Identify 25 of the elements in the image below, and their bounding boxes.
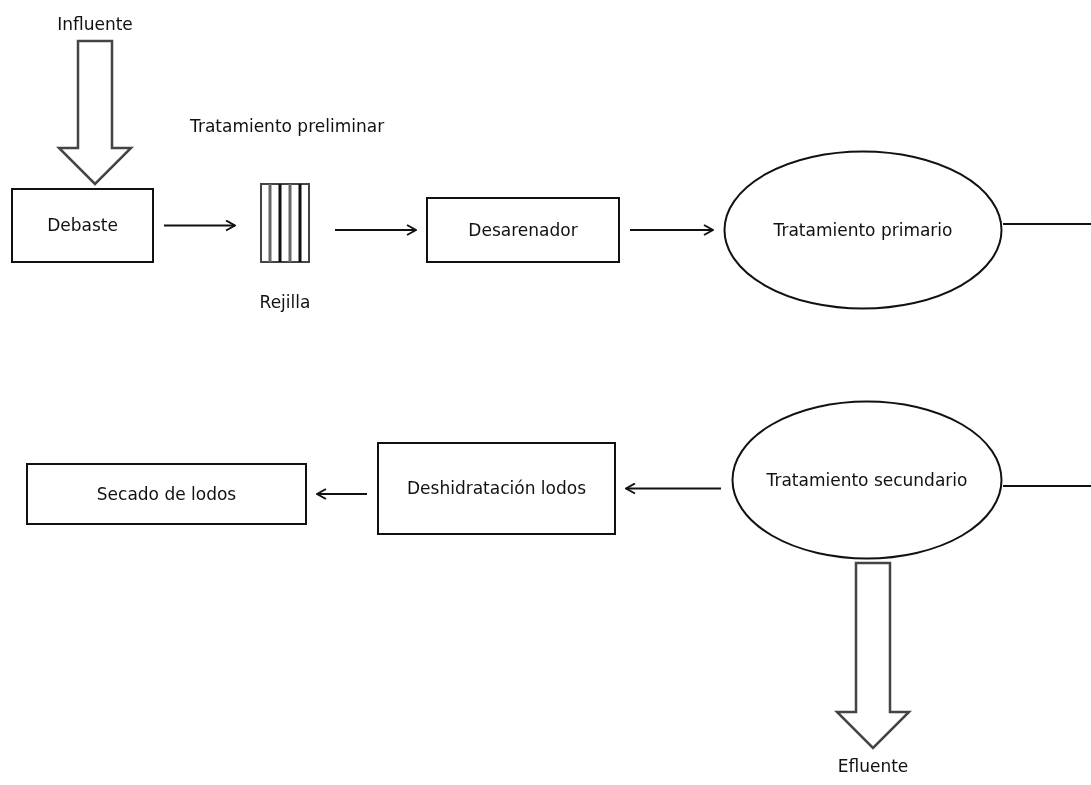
process-box: [26, 463, 307, 525]
arrow: [629, 224, 714, 236]
node-label: Debaste: [47, 214, 118, 237]
flow-label: Influente: [57, 12, 133, 36]
process-box: [11, 188, 154, 263]
treatment-ellipse: [731, 400, 1003, 560]
process-box: [426, 197, 620, 263]
flow-label: Efluente: [837, 754, 909, 778]
node-label: Tratamiento secundario: [766, 468, 968, 492]
arrow: [163, 219, 236, 232]
connector-line: [1002, 223, 1091, 225]
node-label: Secado de lodos: [96, 482, 237, 506]
treatment-ellipse: [723, 150, 1003, 310]
block-arrow: [56, 39, 134, 186]
arrow: [625, 482, 722, 495]
node-label: Deshidratación lodos: [407, 477, 586, 500]
section-label: Tratamiento preliminar: [190, 116, 385, 136]
arrow: [316, 488, 368, 500]
arrow: [334, 224, 417, 236]
connector-line: [1002, 485, 1091, 487]
node-label: Desarenador: [468, 218, 578, 242]
node-label: Tratamiento primario: [773, 218, 953, 242]
process-box: [377, 442, 616, 535]
node-label: Rejilla: [259, 290, 311, 313]
block-arrow: [834, 561, 912, 750]
